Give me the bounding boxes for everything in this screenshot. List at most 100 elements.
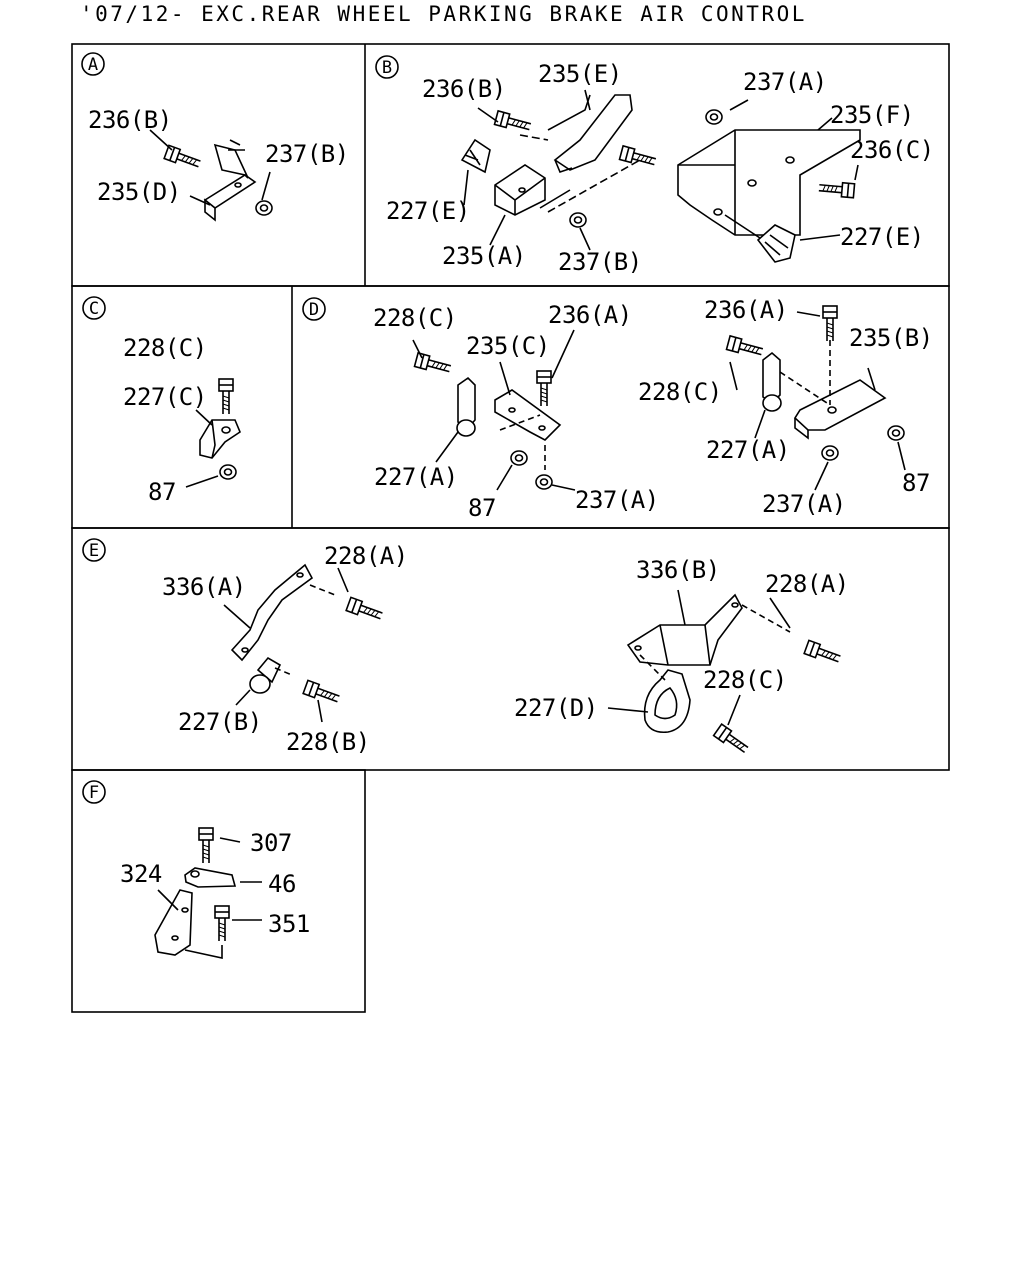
nut-87-c — [219, 464, 237, 480]
nut-237a — [705, 109, 723, 125]
label-228c-e: 228(C) — [703, 666, 787, 694]
label-87-d1: 87 — [468, 494, 496, 522]
bolt-236b-b — [493, 110, 533, 135]
label-227e-1: 227(E) — [386, 197, 470, 225]
label-237a: 237(A) — [743, 68, 827, 96]
clip-227d — [643, 669, 691, 734]
bolt-228c-d1 — [413, 352, 453, 377]
label-227c: 227(C) — [123, 383, 207, 411]
label-336a: 336(A) — [162, 573, 246, 601]
section-d-marker — [302, 297, 326, 321]
label-235c: 235(C) — [466, 332, 550, 360]
bolt-236a-d2 — [822, 305, 838, 342]
label-237b: 237(B) — [265, 140, 349, 168]
section-c-marker — [82, 296, 106, 320]
bracket-235f — [677, 129, 861, 236]
section-a-marker — [81, 52, 105, 76]
nut-87-d2 — [887, 425, 905, 441]
clip-227a-d2 — [762, 351, 782, 412]
bolt-235e-stud — [618, 145, 658, 170]
clip-227c — [199, 419, 241, 459]
bracket-235e — [547, 94, 633, 173]
section-b-letter: B — [382, 58, 392, 78]
bolt-228a-e2 — [803, 639, 843, 667]
section-b: B 236(B) 235(E) 227(E) 235(A) 237(B) 237… — [375, 55, 934, 276]
label-237a-d1: 237(A) — [575, 486, 659, 514]
section-e-letter: E — [89, 541, 99, 561]
label-324: 324 — [120, 860, 162, 888]
clip-227e-1 — [460, 138, 491, 174]
label-228b: 228(B) — [286, 728, 370, 756]
bracket-235c — [494, 389, 562, 441]
label-87-d2: 87 — [902, 469, 930, 497]
bolt-228c-d2 — [725, 335, 765, 360]
bolt-228c-e — [712, 723, 752, 757]
bolt-307 — [198, 827, 214, 864]
nut-237b — [255, 200, 273, 216]
section-d-letter: D — [309, 300, 319, 320]
label-235e: 235(E) — [538, 60, 622, 88]
section-c: C 228(C) 227(C) 87 — [82, 296, 241, 506]
label-87-c: 87 — [148, 478, 176, 506]
section-e-marker — [82, 538, 106, 562]
label-237a-d2: 237(A) — [762, 490, 846, 518]
label-227a-d2: 227(A) — [706, 436, 790, 464]
label-227e-2: 227(E) — [840, 223, 924, 251]
label-236c: 236(C) — [850, 136, 934, 164]
label-236b-b: 236(B) — [422, 75, 506, 103]
bracket-324 — [154, 889, 223, 959]
bracket-336a — [230, 563, 314, 662]
section-d: D 228(C) 235(C) 236(A) 227(A) 87 237(A) … — [302, 296, 933, 522]
bolt-236b — [163, 144, 203, 172]
label-236a-d1: 236(A) — [548, 301, 632, 329]
section-a: A 236(B) 237(B) 235(D) — [81, 52, 349, 222]
section-frames — [71, 43, 950, 1013]
label-235f: 235(F) — [830, 101, 914, 129]
clamp-46 — [184, 867, 237, 888]
label-227b: 227(B) — [178, 708, 262, 736]
label-235a: 235(A) — [442, 242, 526, 270]
label-228c-c: 228(C) — [123, 334, 207, 362]
label-235b: 235(B) — [849, 324, 933, 352]
label-336b: 336(B) — [636, 556, 720, 584]
label-46: 46 — [268, 870, 296, 898]
bracket-235d — [203, 139, 257, 222]
bolt-228b — [302, 679, 342, 707]
bracket-336b — [626, 593, 743, 666]
label-236b: 236(B) — [88, 106, 172, 134]
page-title: '07/12- EXC.REAR WHEEL PARKING BRAKE AIR… — [80, 2, 807, 26]
label-235d: 235(D) — [97, 178, 181, 206]
section-f-marker — [82, 780, 106, 804]
nut-237b-b — [569, 212, 587, 228]
section-b-marker — [375, 55, 399, 79]
nut-87-d1 — [510, 450, 528, 466]
section-f-letter: F — [89, 783, 99, 803]
bolt-228a-e1 — [345, 596, 385, 624]
section-e: E 336(A) 228(A) 227(B) 228(B) 336(B) 228… — [82, 538, 849, 757]
section-c-letter: C — [89, 299, 99, 319]
nut-237a-d2 — [821, 445, 839, 461]
bolt-236a-d1 — [536, 370, 552, 407]
label-237b-b: 237(B) — [558, 248, 642, 276]
section-a-letter: A — [88, 55, 98, 75]
label-227d: 227(D) — [514, 694, 598, 722]
label-351: 351 — [268, 910, 310, 938]
nut-237a-d1 — [535, 474, 553, 490]
label-228a-e1: 228(A) — [324, 542, 408, 570]
bolt-236c — [817, 179, 856, 199]
bracket-235a — [494, 164, 546, 216]
label-228c-d2: 228(C) — [638, 378, 722, 406]
label-236a-d2: 236(A) — [704, 296, 788, 324]
clip-227e-2 — [756, 224, 796, 263]
label-228a-e2: 228(A) — [765, 570, 849, 598]
label-307: 307 — [250, 829, 292, 857]
bracket-235b — [793, 379, 887, 440]
clip-227a-d1 — [456, 376, 476, 437]
bolt-228c-c — [218, 378, 234, 415]
label-227a-d1: 227(A) — [374, 463, 458, 491]
bolt-351 — [214, 905, 230, 942]
section-f: F 307 324 46 351 — [82, 780, 310, 959]
clip-227b — [249, 656, 282, 694]
label-228c-d1: 228(C) — [373, 304, 457, 332]
